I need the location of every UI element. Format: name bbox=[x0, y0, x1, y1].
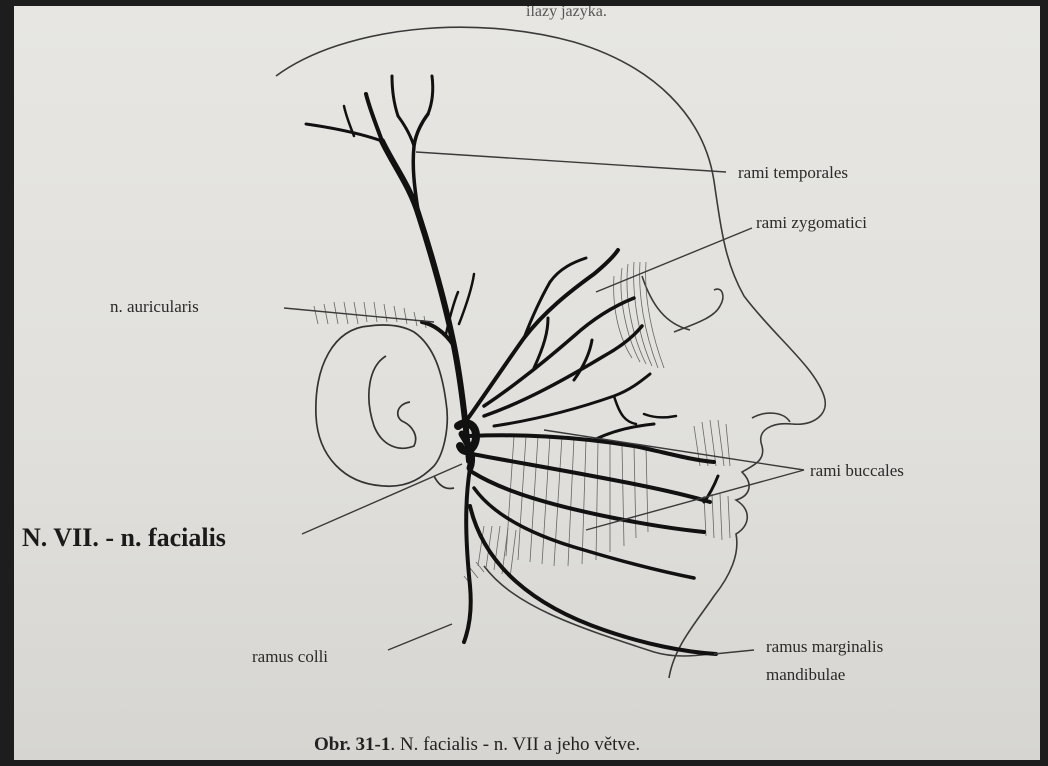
leader-auricularis bbox=[284, 308, 434, 322]
muscle-hatching bbox=[314, 262, 730, 586]
label-n-facialis: N. VII. - n. facialis bbox=[22, 523, 226, 552]
leader-marginalis bbox=[714, 650, 754, 654]
label-mandibulae: mandibulae bbox=[766, 665, 845, 684]
label-ramus-colli: ramus colli bbox=[252, 647, 328, 666]
leader-temporales bbox=[416, 152, 726, 172]
book-page: ilazy jazyka. bbox=[14, 6, 1040, 760]
label-rami-temporales: rami temporales bbox=[738, 163, 848, 182]
head-outline bbox=[276, 27, 825, 678]
leader-colli bbox=[388, 624, 452, 650]
caption-text: . N. facialis - n. VII a jeho větve. bbox=[390, 734, 640, 755]
label-rami-buccales: rami buccales bbox=[810, 461, 904, 480]
figure-caption: Obr. 31-1. N. facialis - n. VII a jeho v… bbox=[314, 734, 640, 755]
leader-facialis bbox=[302, 464, 462, 534]
facial-nerve-diagram: ilazy jazyka. bbox=[14, 6, 1040, 760]
label-ramus-marginalis: ramus marginalis bbox=[766, 637, 883, 656]
leader-buccales-1 bbox=[544, 430, 804, 470]
label-rami-zygomatici: rami zygomatici bbox=[756, 213, 867, 232]
ear-drawing bbox=[316, 325, 454, 489]
label-n-auricularis: n. auricularis bbox=[110, 297, 199, 316]
top-text-fragment: ilazy jazyka. bbox=[526, 6, 607, 20]
facial-nerve-branches bbox=[306, 76, 718, 654]
caption-number: Obr. 31-1 bbox=[314, 734, 390, 755]
